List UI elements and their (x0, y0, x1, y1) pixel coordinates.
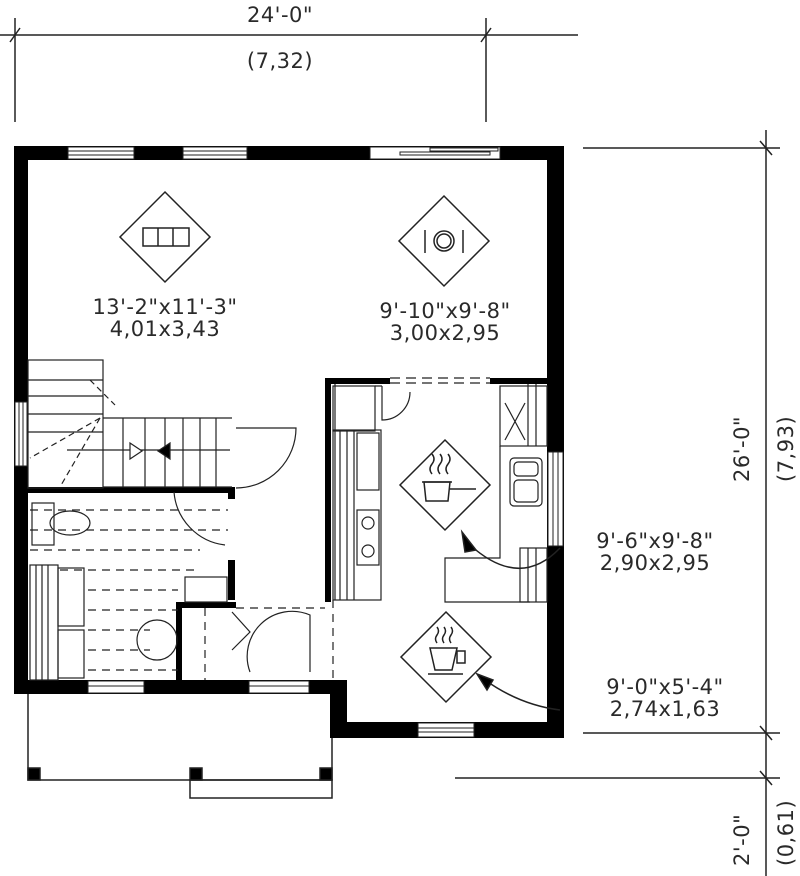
staircase (27, 359, 297, 489)
room-size-imperial: 9'-6"x9'-8" (596, 529, 714, 553)
room-label-kitchen: 9'-6"x9'-8" 2,90x2,95 (565, 530, 745, 574)
porch-dimension-imperial: 2'-0" (730, 813, 754, 866)
windows (14, 146, 564, 738)
room-label-nook: 9'-0"x5'-4" 2,74x1,63 (575, 676, 755, 720)
room-label-dining: 9'-10"x9'-8" 3,00x2,95 (340, 300, 550, 344)
coffee-cup-icon (399, 610, 493, 704)
interior-walls (28, 378, 547, 682)
bathroom (29, 491, 228, 681)
room-size-imperial: 13'-2"x11'-3" (92, 295, 238, 319)
room-size-imperial: 9'-10"x9'-8" (379, 299, 511, 323)
sofa-icon (118, 190, 212, 284)
entry-hall (204, 600, 334, 680)
kitchen-cabinets (332, 377, 548, 603)
leader-arrows (460, 529, 561, 711)
room-size-metric: 2,90x2,95 (599, 551, 711, 575)
depth-dimension-line (455, 130, 780, 876)
width-dimension-metric: (7,32) (246, 49, 314, 73)
width-dimension-imperial: 24'-0" (246, 3, 314, 27)
porch-dimension-metric: (0,61) (774, 799, 798, 866)
room-size-metric: 3,00x2,95 (389, 321, 501, 345)
depth-dimension-metric: (7,93) (774, 415, 798, 482)
cooking-pot-icon (398, 438, 492, 532)
exterior-walls (14, 146, 564, 738)
depth-dimension-imperial: 26'-0" (730, 415, 754, 482)
room-size-imperial: 9'-0"x5'-4" (606, 675, 724, 699)
place-setting-icon (397, 194, 491, 288)
room-size-metric: 2,74x1,63 (609, 697, 721, 721)
width-dimension-line (0, 18, 578, 122)
room-label-living: 13'-2"x11'-3" 4,01x3,43 (60, 296, 270, 340)
room-size-metric: 4,01x3,43 (109, 317, 221, 341)
front-porch (27, 694, 333, 799)
